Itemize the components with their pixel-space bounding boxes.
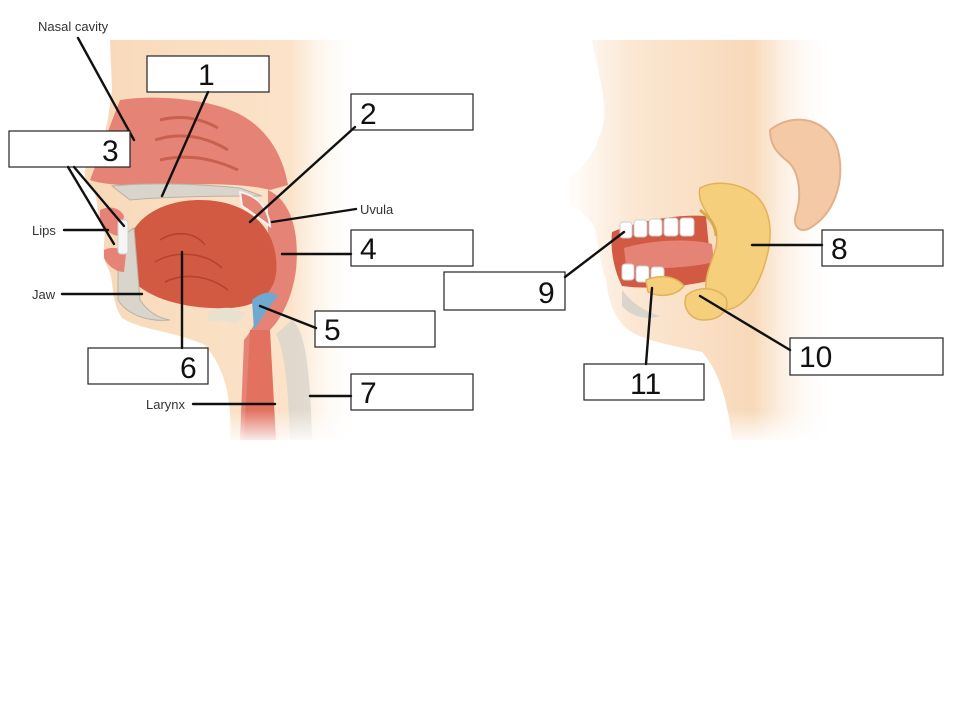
label-box-6-number: 6 xyxy=(180,352,197,385)
label-uvula: Uvula xyxy=(360,202,394,217)
label-box-10-number: 10 xyxy=(799,341,832,374)
label-box-3-number: 3 xyxy=(102,135,119,168)
side-jaw-bone xyxy=(622,290,660,318)
bottom-fade-right xyxy=(600,410,850,445)
leader-5 xyxy=(258,304,318,330)
label-box-7[interactable]: 7 xyxy=(350,373,474,411)
hyoid-area xyxy=(208,307,246,324)
label-box-9-number: 9 xyxy=(538,277,555,310)
label-box-9[interactable]: 9 xyxy=(443,271,566,311)
leader-2 xyxy=(248,125,357,224)
ear xyxy=(768,118,842,232)
label-box-1-number: 1 xyxy=(198,59,215,92)
label-larynx: Larynx xyxy=(146,397,186,412)
epiglottis xyxy=(252,292,278,330)
label-box-5[interactable]: 5 xyxy=(314,310,436,348)
nasal-cavity-region xyxy=(90,97,288,190)
leader-3b xyxy=(72,165,126,228)
leader-1 xyxy=(160,90,210,198)
label-box-8-number: 8 xyxy=(831,233,848,266)
salivary-glands-illustration xyxy=(563,40,850,445)
teeth-front xyxy=(117,219,129,255)
sublingual-gland xyxy=(645,275,685,297)
bottom-fade-left xyxy=(100,410,370,445)
parotid-duct xyxy=(699,208,718,237)
label-box-3[interactable]: 3 xyxy=(8,130,131,168)
soft-palate xyxy=(238,190,272,229)
leader-nasal-cavity xyxy=(76,36,136,142)
nasal-turbinates xyxy=(154,116,239,172)
label-jaw: Jaw xyxy=(32,287,56,302)
label-box-1[interactable]: 1 xyxy=(146,55,270,93)
label-box-5-number: 5 xyxy=(324,314,341,347)
label-box-7-number: 7 xyxy=(360,377,377,410)
lower-teeth xyxy=(621,263,665,284)
anatomical-text-labels: Nasal cavity Uvula Lips Jaw Larynx xyxy=(32,19,394,412)
sagittal-head-illustration xyxy=(84,40,370,445)
leader-uvula xyxy=(270,207,358,224)
leader-3a xyxy=(66,165,116,246)
leader-10 xyxy=(698,294,792,352)
label-nasal-cavity: Nasal cavity xyxy=(38,19,109,34)
numbered-label-boxes: 1 2 3 4 5 6 xyxy=(8,55,944,411)
label-box-8[interactable]: 8 xyxy=(821,229,944,267)
leader-9 xyxy=(563,230,626,279)
label-box-6[interactable]: 6 xyxy=(87,347,209,385)
label-box-2[interactable]: 2 xyxy=(350,93,474,131)
label-box-11-number: 11 xyxy=(630,368,661,401)
tongue-texture xyxy=(154,232,229,291)
side-tongue xyxy=(624,240,714,269)
hard-palate xyxy=(110,183,263,201)
label-lips: Lips xyxy=(32,223,56,238)
label-box-4[interactable]: 4 xyxy=(350,229,474,267)
submandibular-gland xyxy=(684,288,728,321)
label-box-11[interactable]: 11 xyxy=(583,363,705,401)
label-box-4-number: 4 xyxy=(360,233,377,266)
label-box-10[interactable]: 10 xyxy=(789,337,944,376)
label-box-2-number: 2 xyxy=(360,98,377,131)
leader-11 xyxy=(644,286,654,366)
